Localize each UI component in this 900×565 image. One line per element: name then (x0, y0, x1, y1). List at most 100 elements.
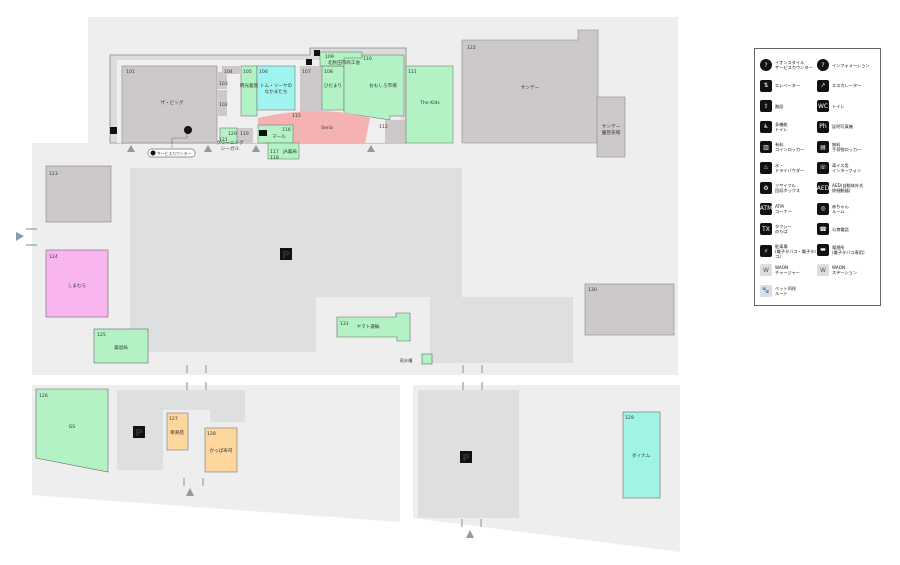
toilet-icon (110, 127, 117, 134)
elevator-icon (314, 50, 320, 56)
store-name-s124: しまむら (68, 283, 86, 289)
legend-symbol-icon: ◎ (817, 202, 829, 215)
store-name-s106: トム・ソーヤのなかまたち (260, 83, 293, 95)
legend-item: ◎赤ちゃん ルーム (817, 202, 877, 215)
store-117[interactable] (267, 142, 300, 160)
store-number-s108: 108 (324, 69, 333, 75)
store-number-s115: 115 (292, 113, 301, 119)
store-name-s129: ダイナム (632, 452, 651, 459)
store-number-s126: 126 (39, 393, 48, 399)
legend-symbol-icon: ♻ (760, 182, 772, 194)
store-name-s126: GS (69, 424, 76, 430)
legend-label: ペット同伴 ルート (775, 285, 796, 296)
store-104[interactable] (222, 66, 240, 74)
legend-label: リサイクル 回収ボックス (775, 183, 800, 193)
store-111[interactable] (405, 65, 454, 144)
store-number-s110: 110 (363, 56, 372, 62)
legend-label: AED(自動体外式 除細動器) (832, 183, 864, 193)
store-number-s106: 106 (259, 69, 268, 75)
store-125[interactable] (93, 328, 149, 364)
store-number-s104: 104 (224, 69, 233, 75)
store-122[interactable] (461, 29, 599, 144)
legend-label: 階段 (775, 103, 784, 109)
map-legend: ?イオンスタイル サービスカウンター?インフォメーション⇅エレベーター↗エスカレ… (754, 48, 881, 306)
legend-symbol-icon: ⇅ (760, 79, 772, 92)
legend-item: ▬喫煙所 (電子タバコ専用) (817, 243, 877, 256)
store-127[interactable] (166, 412, 189, 451)
legend-symbol-icon: ↗ (817, 79, 829, 92)
svg-text:P: P (462, 453, 469, 464)
store-name-s116: マール (272, 134, 286, 140)
store-name-s122b: サンデー園芸売場 (602, 123, 621, 136)
legend-item: ⚡駐車場 (電子タバコ・電子タバコ) (760, 244, 820, 259)
store-124[interactable] (45, 249, 109, 318)
info-icon: ? (184, 126, 192, 135)
store-131[interactable] (336, 312, 411, 342)
legend-symbol-icon: ⚡ (760, 245, 772, 257)
store-107[interactable] (300, 66, 322, 113)
legend-label: 赤ちゃん ルーム (832, 203, 849, 214)
parking-sign-south: P (133, 426, 145, 439)
legend-label: WAON チャージャー (775, 265, 800, 275)
store-number-s102: 102 (219, 102, 228, 108)
legend-symbol-icon: TX (760, 223, 772, 235)
legend-item: ▤無料 手荷物ロッカー (817, 141, 877, 153)
store-name-s105: 明光義塾 (240, 82, 259, 89)
store-name-s115: Seria (321, 125, 333, 131)
store-126[interactable] (35, 388, 109, 473)
store-103[interactable] (218, 72, 227, 89)
legend-symbol-icon: ▬ (817, 243, 829, 256)
legend-label: 証明写真機 (832, 124, 853, 129)
legend-symbol-icon: ♨ (760, 161, 772, 174)
legend-label: 多機能 トイレ (775, 121, 788, 132)
store-130[interactable] (584, 283, 675, 336)
legend-item: ⇧階段 (760, 100, 820, 112)
legend-symbol-icon: ATM (760, 202, 772, 215)
legend-symbol-icon: ? (817, 59, 829, 71)
store-110[interactable] (343, 54, 405, 121)
store-name-s110: おもしろ市場 (369, 82, 397, 89)
store-128[interactable] (204, 427, 238, 473)
store-name-s108: ひだまり (324, 83, 342, 89)
store-number-s103: 103 (219, 81, 228, 87)
legend-symbol-icon: Ph (817, 120, 829, 133)
legend-label: 有料 コインロッカー (775, 142, 805, 152)
store-122-garden[interactable] (596, 96, 626, 158)
service-counter-label: サービスカウンター (157, 151, 191, 156)
store-102[interactable] (218, 90, 227, 116)
store-number-s116: 116 (282, 127, 291, 133)
legend-symbol-icon: W (760, 264, 772, 276)
store-123[interactable] (45, 165, 112, 223)
store-129[interactable] (622, 411, 661, 499)
store-119[interactable] (237, 128, 253, 143)
water-tank (421, 353, 433, 365)
store-101[interactable] (121, 65, 218, 144)
store-number-s129: 129 (625, 415, 634, 421)
store-name-s131: ヤマト運輸 (357, 323, 380, 330)
legend-item: ▥有料 コインロッカー (760, 141, 820, 153)
legend-label: ATM コーナー (775, 203, 792, 214)
legend-label: 車イス用 インターフォン (832, 162, 862, 173)
legend-item: 🐾ペット同伴 ルート (760, 284, 820, 297)
legend-label: 無料 手荷物ロッカー (832, 142, 862, 152)
legend-label: タクシー のりば (775, 224, 792, 234)
store-number-s112: 112 (379, 124, 388, 130)
store-106[interactable] (256, 65, 296, 111)
info-icon-mark: ? (186, 128, 189, 135)
store-112[interactable] (385, 120, 405, 143)
store-name-s120: クリーニングシーガル (216, 139, 244, 152)
store-number-s107: 107 (302, 69, 311, 75)
legend-symbol-icon: ♿ (760, 120, 772, 133)
legend-item: ♿多機能 トイレ (760, 120, 820, 133)
legend-symbol-icon: AED (817, 182, 829, 194)
legend-label: 水・ ドライバウダー (775, 162, 805, 173)
legend-label: 駐車場 (電子タバコ・電子タバコ) (775, 243, 819, 259)
store-120[interactable] (219, 127, 238, 144)
store-name-s122: サンデー (521, 84, 540, 91)
store-number-s101: 101 (126, 69, 135, 75)
store-name-s125: 薬退局 (114, 344, 128, 351)
road-dividers (26, 228, 483, 527)
